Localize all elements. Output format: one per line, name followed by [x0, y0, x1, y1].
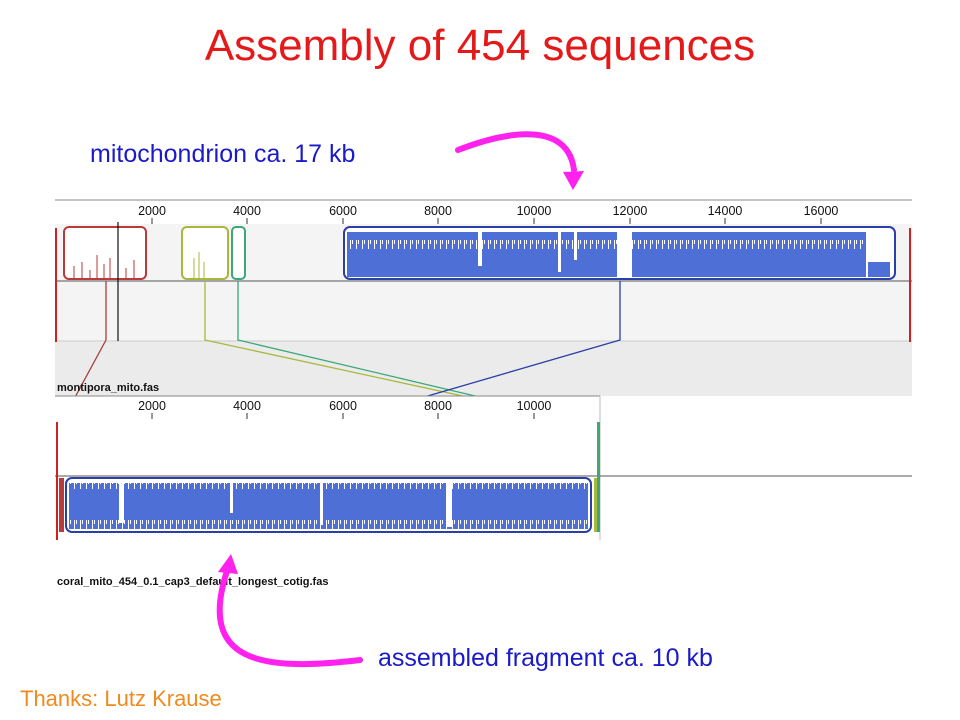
- top-tick-label: 6000: [329, 204, 357, 218]
- top-tick-label: 4000: [233, 204, 261, 218]
- top-tick-label: 16000: [804, 204, 839, 218]
- credit-text: Thanks: Lutz Krause: [20, 686, 222, 711]
- arrow-bottom: [216, 554, 363, 668]
- mitochondrion-label: mitochondrion ca. 17 kb: [90, 140, 356, 168]
- top-block-green: [231, 226, 246, 280]
- arrow-top: [455, 131, 584, 190]
- top-tick-label: 12000: [613, 204, 648, 218]
- bottom-ticks: [151, 413, 535, 419]
- top-ruler: [55, 200, 912, 224]
- assembled-fragment-label: assembled fragment ca. 10 kb: [378, 644, 713, 672]
- top-block-olive: [181, 226, 229, 280]
- bottom-block-olive: [594, 478, 597, 532]
- bottom-tick-label: 8000: [424, 399, 452, 413]
- top-tick-label: 2000: [138, 204, 166, 218]
- bottom-block-blue: [65, 477, 592, 533]
- bottom-tick-label: 4000: [233, 399, 261, 413]
- top-ticks: [151, 218, 822, 224]
- bottom-track-filename: coral_mito_454_0.1_cap3_default_longest_…: [57, 576, 328, 588]
- slide-title: Assembly of 454 sequences: [204, 21, 756, 70]
- top-block-red: [63, 226, 147, 280]
- bottom-tick-label: 10000: [517, 399, 552, 413]
- top-block-blue: [343, 226, 896, 280]
- top-tick-label: 14000: [708, 204, 743, 218]
- top-track-filename: montipora_mito.fas: [57, 382, 159, 394]
- bottom-block-red: [59, 478, 64, 532]
- bottom-tick-label: 2000: [138, 399, 166, 413]
- bottom-tick-label: 6000: [329, 399, 357, 413]
- top-tick-label: 10000: [517, 204, 552, 218]
- bottom-block-green: [597, 422, 600, 532]
- top-tick-label: 8000: [424, 204, 452, 218]
